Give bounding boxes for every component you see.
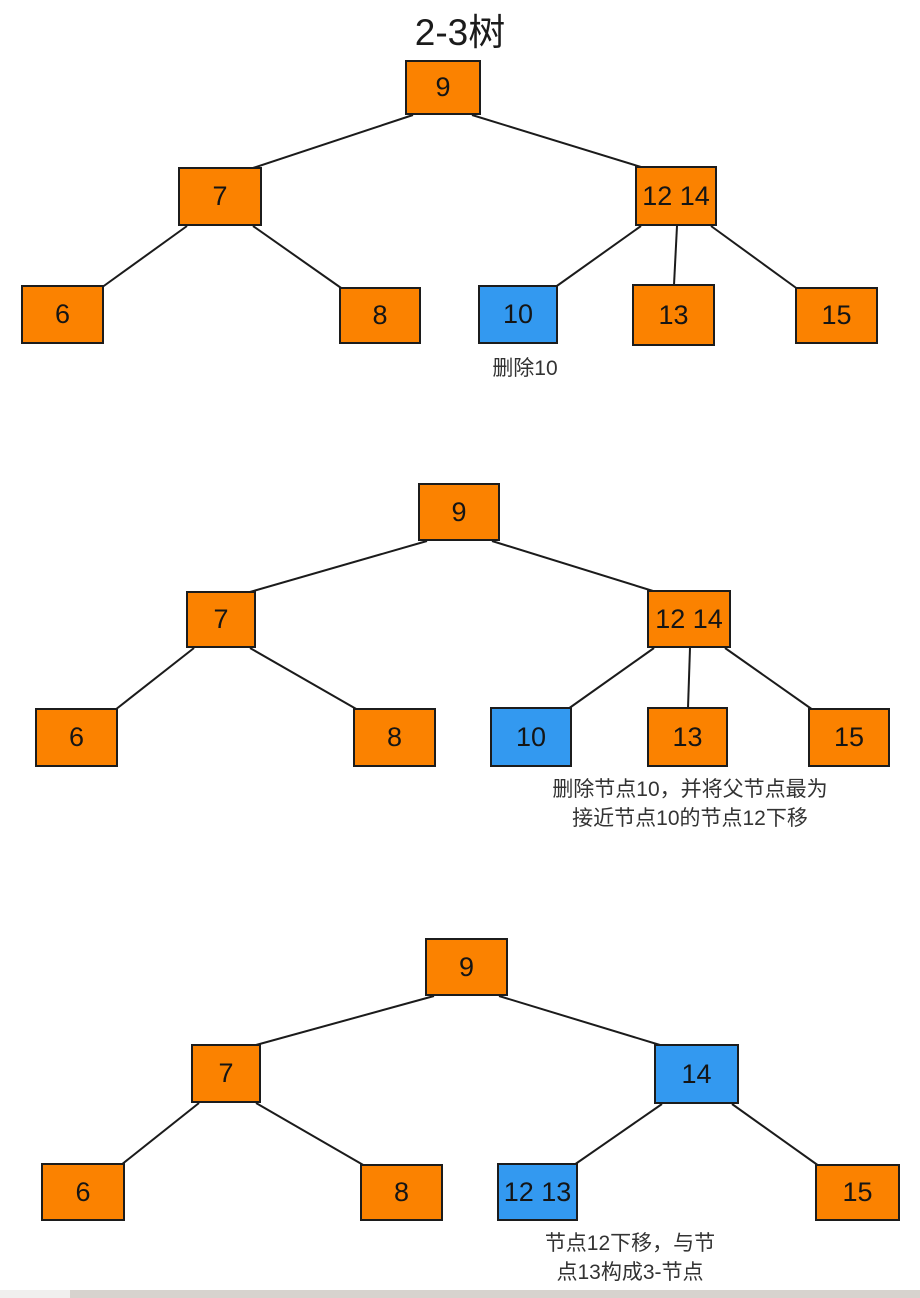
tree2-node-12-14: 12 14 — [647, 590, 731, 648]
edge — [553, 225, 642, 289]
tree1-node-6: 6 — [21, 285, 104, 344]
tree2-node-6: 6 — [35, 708, 118, 767]
tree2-node-13: 13 — [647, 707, 728, 767]
tree3-node-15: 15 — [815, 1164, 900, 1221]
edge — [255, 995, 435, 1046]
edge — [673, 225, 678, 286]
tree1-node-7: 7 — [178, 167, 262, 226]
tree3-node-7: 7 — [191, 1044, 261, 1103]
edge — [724, 647, 814, 711]
edge — [731, 1103, 820, 1167]
tree1-node-9: 9 — [405, 60, 481, 115]
tree3-node-9: 9 — [425, 938, 508, 996]
edge — [255, 1102, 366, 1167]
edge — [252, 114, 414, 169]
edge — [498, 995, 661, 1046]
horizontal-scrollbar-track[interactable] — [70, 1290, 920, 1298]
tree2-node-9: 9 — [418, 483, 500, 541]
tree3-node-12-13-highlighted: 12 13 — [497, 1163, 578, 1221]
edge — [471, 114, 642, 168]
tree2-node-8: 8 — [353, 708, 436, 767]
tree2-caption-line2: 接近节点10的节点12下移 — [572, 807, 808, 830]
edge — [114, 647, 195, 711]
tree3-node-14-highlighted: 14 — [654, 1044, 739, 1104]
edge — [567, 647, 655, 710]
tree1-node-13: 13 — [632, 284, 715, 346]
tree1-caption: 删除10 — [455, 354, 595, 383]
edge — [120, 1102, 200, 1166]
page-title: 2-3树 — [414, 12, 506, 53]
edge — [573, 1103, 663, 1166]
edge — [252, 225, 345, 291]
horizontal-scrollbar[interactable] — [0, 1290, 920, 1298]
tree1-caption-line1: 删除10 — [492, 357, 558, 380]
tree2-node-15: 15 — [808, 708, 890, 767]
edge — [100, 225, 188, 289]
edge — [710, 225, 800, 291]
tree2-caption-line1: 删除节点10，并将父节点最为 — [552, 778, 828, 801]
edge — [687, 647, 691, 709]
tree2-node-10-highlighted: 10 — [490, 707, 572, 767]
edge — [249, 540, 428, 593]
tree2-caption: 删除节点10，并将父节点最为 接近节点10的节点12下移 — [460, 775, 920, 833]
tree3-caption-line2: 点13构成3-节点 — [556, 1261, 704, 1284]
tree3-node-6: 6 — [41, 1163, 125, 1221]
tree3-node-8: 8 — [360, 1164, 443, 1221]
tree1-node-8: 8 — [339, 287, 421, 344]
tree2-node-7: 7 — [186, 591, 256, 648]
tree1-node-12-14: 12 14 — [635, 166, 717, 226]
edge — [491, 540, 654, 592]
tree3-caption: 节点12下移，与节 点13构成3-节点 — [460, 1229, 800, 1287]
tree1-node-10-highlighted: 10 — [478, 285, 558, 344]
tree1-node-15: 15 — [795, 287, 878, 344]
edge — [249, 647, 359, 711]
tree3-caption-line1: 节点12下移，与节 — [544, 1232, 716, 1255]
